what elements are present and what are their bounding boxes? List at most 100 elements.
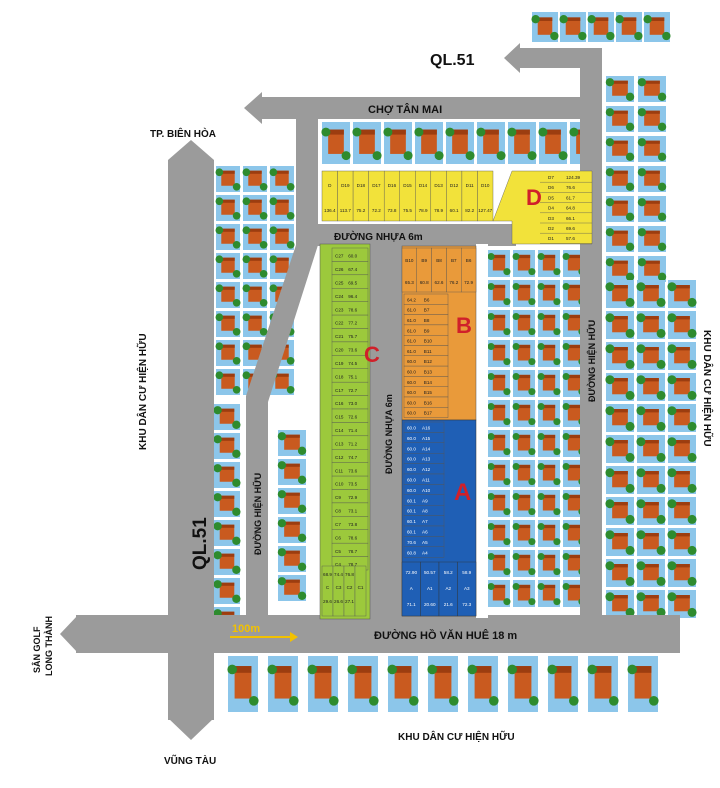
tree-icon bbox=[487, 252, 495, 260]
tree-icon bbox=[307, 664, 318, 675]
house-lot bbox=[643, 12, 671, 42]
tree-icon bbox=[528, 598, 536, 606]
tree-icon bbox=[387, 664, 398, 675]
house-lot bbox=[562, 400, 586, 427]
tree-icon bbox=[562, 312, 570, 321]
house-lot bbox=[636, 528, 666, 556]
tree-icon bbox=[605, 375, 615, 385]
house-lot bbox=[269, 166, 295, 192]
house-lot bbox=[636, 497, 666, 525]
lot-area-b17: 60.0 bbox=[407, 411, 416, 416]
label-cho-tan-mai: CHỢ TÂN MAI bbox=[368, 103, 442, 116]
lot-id-a6: A6 bbox=[422, 529, 428, 534]
lot-id-b17: B17 bbox=[424, 411, 433, 416]
lot-id-c2: C2 bbox=[347, 585, 353, 590]
lot-area-b7: 76.2 bbox=[449, 280, 458, 285]
tree-icon bbox=[605, 406, 615, 416]
tree-icon bbox=[503, 268, 511, 276]
tree-icon bbox=[277, 432, 287, 441]
tree-icon bbox=[528, 508, 536, 516]
house-lot bbox=[215, 340, 241, 366]
tree-icon bbox=[286, 182, 295, 191]
tree-icon bbox=[657, 92, 667, 101]
lot-id-a4: A4 bbox=[422, 550, 428, 555]
tree-icon bbox=[687, 328, 697, 338]
tree-icon bbox=[487, 552, 495, 560]
zone-d-letter: D bbox=[526, 185, 542, 210]
tree-icon bbox=[537, 252, 545, 260]
house-lot bbox=[537, 280, 561, 307]
lot-id-d5: D5 bbox=[548, 195, 554, 200]
label-duong-hien-huu-right: ĐƯỜNG HIỆN HỮU bbox=[586, 320, 597, 402]
lot-area-b13: 60.0 bbox=[407, 370, 416, 375]
scale-arrow-icon bbox=[290, 632, 298, 642]
tree-icon bbox=[625, 328, 635, 338]
lot-area-c25: 69.5 bbox=[348, 280, 357, 285]
tree-icon bbox=[587, 664, 597, 675]
arrow-cho-tan-mai bbox=[244, 92, 262, 124]
tree-icon bbox=[687, 297, 697, 307]
house-lot bbox=[213, 404, 241, 430]
tree-icon bbox=[625, 92, 635, 101]
house-lot bbox=[512, 460, 536, 487]
tree-icon bbox=[636, 282, 646, 292]
house-lot bbox=[476, 122, 506, 164]
tree-icon bbox=[232, 211, 241, 220]
tree-icon bbox=[232, 478, 241, 487]
tree-icon bbox=[503, 478, 511, 486]
tree-icon bbox=[634, 31, 643, 41]
tree-icon bbox=[636, 375, 646, 385]
tree-icon bbox=[553, 358, 561, 366]
tree-icon bbox=[562, 402, 570, 411]
lot-area-c22: 77.2 bbox=[348, 321, 357, 326]
lot-area-a9: 60.1 bbox=[407, 498, 416, 503]
tree-icon bbox=[553, 598, 561, 606]
lot-id-d19: D19 bbox=[341, 183, 350, 188]
house-lot bbox=[636, 559, 666, 587]
tree-icon bbox=[656, 390, 666, 400]
lot-area-c9: 72.9 bbox=[348, 495, 357, 500]
tree-icon bbox=[605, 138, 615, 147]
tree-icon bbox=[637, 168, 647, 177]
lot-area-c17: 72.7 bbox=[348, 388, 357, 393]
tree-icon bbox=[553, 538, 561, 546]
house-lot bbox=[605, 311, 635, 339]
tree-icon bbox=[636, 313, 646, 323]
house-lot bbox=[667, 404, 697, 432]
tree-icon bbox=[277, 519, 287, 528]
house-lot bbox=[215, 369, 241, 395]
lot-id-b8: B8 bbox=[424, 318, 430, 323]
lot-area-c4: 78.7 bbox=[348, 562, 357, 567]
tree-icon bbox=[625, 182, 635, 191]
lot-id-c4: C4 bbox=[335, 562, 341, 567]
lot-id-c24: C24 bbox=[335, 294, 344, 299]
tree-icon bbox=[537, 402, 545, 411]
tree-icon bbox=[286, 385, 295, 394]
lot-id-c11: C11 bbox=[335, 468, 344, 473]
house-lot bbox=[414, 122, 444, 164]
house-lot bbox=[487, 490, 511, 517]
tree-icon bbox=[625, 122, 635, 131]
tree-icon bbox=[289, 696, 299, 706]
tree-icon bbox=[503, 388, 511, 396]
house-lot bbox=[537, 460, 561, 487]
tree-icon bbox=[383, 127, 393, 137]
tree-icon bbox=[487, 282, 495, 291]
tree-icon bbox=[625, 421, 635, 431]
lot-id-c23: C23 bbox=[335, 307, 344, 312]
